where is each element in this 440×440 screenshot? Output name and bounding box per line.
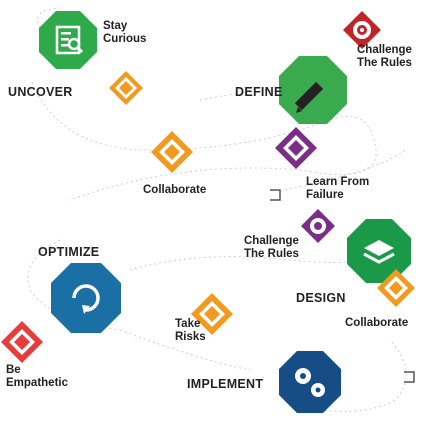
bracket-icon-top xyxy=(270,189,281,201)
pencil-icon xyxy=(294,81,324,113)
optimize-label: OPTIMIZE xyxy=(38,245,100,259)
design-node[interactable] xyxy=(346,218,412,284)
gears-icon xyxy=(295,368,325,397)
challenge-pin-top[interactable] xyxy=(342,10,382,50)
define-node[interactable] xyxy=(278,55,348,125)
uncover-node[interactable] xyxy=(38,10,98,70)
bracket-icon xyxy=(404,371,415,383)
learn-pin[interactable] xyxy=(274,126,318,170)
implement-node[interactable] xyxy=(278,350,342,414)
define-label: DEFINE xyxy=(235,85,283,99)
collaborate-pin-right[interactable] xyxy=(376,268,416,308)
implement-label: IMPLEMENT xyxy=(187,377,264,391)
empathy-pin-top[interactable] xyxy=(108,70,144,106)
refresh-icon xyxy=(72,284,100,314)
collaborate-right-label: Collaborate xyxy=(345,317,409,329)
risk-pin[interactable] xyxy=(190,292,234,336)
collaborate-pin-top[interactable] xyxy=(150,130,194,174)
uncover-label: UNCOVER xyxy=(8,85,73,99)
design-label: DESIGN xyxy=(296,291,346,305)
challenge-pin-mid[interactable] xyxy=(300,208,336,244)
collaborate-top-label: Collaborate xyxy=(143,184,207,196)
layers-icon xyxy=(363,240,395,264)
search-document-icon xyxy=(55,25,84,55)
optimize-node[interactable] xyxy=(50,262,122,334)
empathy-pin[interactable] xyxy=(0,320,44,364)
